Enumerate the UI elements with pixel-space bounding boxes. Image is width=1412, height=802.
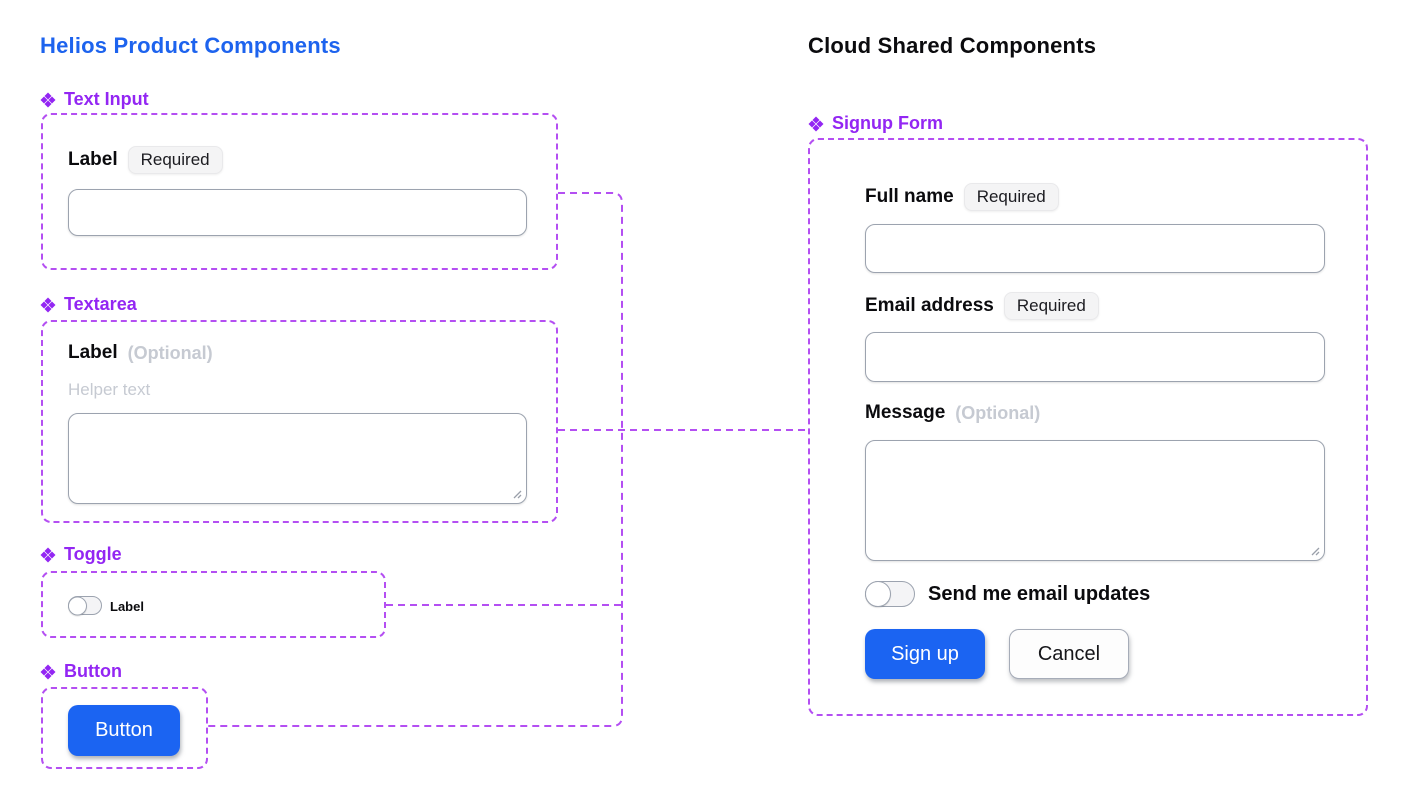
text-input-component-frame: Label Required <box>41 113 558 270</box>
section-label: Toggle <box>64 544 122 564</box>
message-textarea[interactable] <box>865 440 1325 561</box>
section-label: Button <box>64 661 122 681</box>
resize-handle-icon[interactable] <box>510 487 522 499</box>
section-head-toggle: Toggle <box>40 544 122 565</box>
required-badge: Required <box>963 183 1059 211</box>
section-label: Signup Form <box>832 113 943 133</box>
section-head-signup-form: Signup Form <box>808 113 943 134</box>
resize-handle-icon[interactable] <box>1308 544 1320 556</box>
field-label-message: Message <box>865 402 946 423</box>
section-label: Textarea <box>64 294 137 314</box>
section-head-button: Button <box>40 661 122 682</box>
email-updates-label: Send me email updates <box>928 583 1151 605</box>
email-address-input[interactable] <box>865 332 1325 382</box>
textarea-component-frame: Label (Optional) Helper text <box>41 320 558 523</box>
cancel-button[interactable]: Cancel <box>1009 629 1129 679</box>
field-label-email: Email address <box>865 295 994 316</box>
toggle-knob <box>68 596 87 615</box>
email-updates-toggle[interactable] <box>865 581 915 607</box>
field-label: Label <box>68 342 118 363</box>
field-label-full-name: Full name <box>865 186 954 207</box>
signup-form-frame: Full name Required Email address Require… <box>808 138 1368 716</box>
toggle-knob <box>865 581 891 607</box>
full-name-input[interactable] <box>865 224 1325 273</box>
component-icon <box>808 116 824 131</box>
right-panel-title: Cloud Shared Components <box>808 33 1097 58</box>
left-panel-title: Helios Product Components <box>40 33 341 58</box>
component-icon <box>40 92 56 107</box>
optional-suffix: (Optional) <box>127 342 213 363</box>
section-head-text-input: Text Input <box>40 89 149 110</box>
component-icon <box>40 297 56 312</box>
toggle-component-frame: Label <box>41 571 386 638</box>
component-icon <box>40 664 56 679</box>
section-label: Text Input <box>64 89 149 109</box>
required-badge: Required <box>1003 292 1099 320</box>
field-label: Label <box>68 149 118 170</box>
optional-suffix: (Optional) <box>955 402 1041 423</box>
text-input-field[interactable] <box>68 189 527 236</box>
button-component-frame: Button <box>41 687 208 769</box>
helper-text: Helper text <box>68 380 151 399</box>
required-badge: Required <box>127 146 223 174</box>
toggle-label: Label <box>110 599 144 614</box>
textarea-field[interactable] <box>68 413 527 504</box>
toggle-switch[interactable] <box>68 596 102 615</box>
section-head-textarea: Textarea <box>40 294 137 315</box>
sign-up-button[interactable]: Sign up <box>865 629 985 679</box>
sample-button[interactable]: Button <box>68 705 180 756</box>
component-icon <box>40 547 56 562</box>
